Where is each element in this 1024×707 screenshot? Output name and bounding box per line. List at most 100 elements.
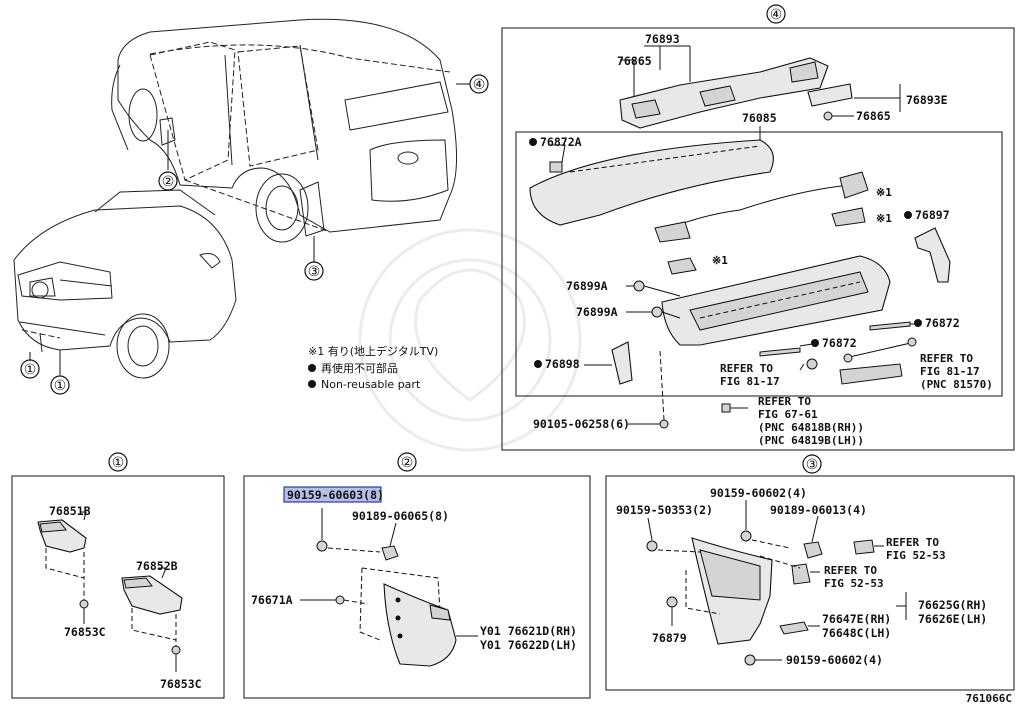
callout-text: ③ bbox=[308, 264, 321, 280]
part-90189-06013-nut[interactable] bbox=[803, 541, 823, 559]
label-76865-top[interactable]: 76865 bbox=[617, 54, 652, 68]
label-76671a[interactable]: 76671A bbox=[251, 593, 293, 607]
label-90159-50353[interactable]: 90159-50353(2) bbox=[616, 503, 713, 517]
label-76853c-a[interactable]: 76853C bbox=[64, 625, 106, 639]
nonreusable-dot-icon bbox=[529, 138, 537, 146]
label-76647e[interactable]: 76647E(RH) bbox=[822, 612, 891, 626]
ref-fig-81-17-b[interactable]: REFER TO FIG 81-17 (PNC 81570) bbox=[920, 352, 993, 391]
antenna-unit[interactable] bbox=[654, 221, 691, 243]
callout-text: ④ bbox=[473, 77, 486, 93]
part-90105-bolt[interactable] bbox=[659, 419, 669, 429]
label-90189-06013[interactable]: 90189-06013(4) bbox=[770, 503, 867, 517]
part-90159-60602-screw[interactable] bbox=[740, 530, 752, 542]
part-90189-06065-nut[interactable] bbox=[381, 545, 399, 561]
section-2-title: ② bbox=[401, 455, 414, 471]
nonreusable-dot-icon bbox=[904, 211, 912, 219]
label-76865-right[interactable]: 76865 bbox=[856, 109, 891, 123]
callout-4-overview[interactable]: ④ bbox=[469, 74, 489, 94]
label-76898[interactable]: 76898 bbox=[545, 357, 580, 371]
nonreusable-dot-icon bbox=[308, 364, 316, 372]
note-jp-nonreusable: 再使用不可部品 bbox=[321, 361, 398, 375]
label-76872-center[interactable]: 76872 bbox=[822, 336, 857, 350]
label-76899a-2[interactable]: 76899A bbox=[576, 305, 618, 319]
antenna-unit[interactable] bbox=[839, 171, 869, 199]
watermark-emblem bbox=[358, 228, 582, 452]
label-90105-06258[interactable]: 90105-06258(6) bbox=[533, 417, 630, 431]
part-76879-clip[interactable] bbox=[666, 596, 678, 608]
part-52-53-clip-b[interactable] bbox=[791, 563, 811, 585]
vehicle-overview bbox=[13, 18, 470, 379]
section-1-title: ① bbox=[112, 455, 125, 471]
label-76851b[interactable]: 76851B bbox=[49, 504, 91, 518]
part-76899a-clip[interactable] bbox=[633, 280, 645, 292]
part-76865-clip[interactable] bbox=[823, 111, 833, 121]
part-76893e-bracket[interactable] bbox=[807, 83, 853, 107]
part-90159-50353-screw[interactable] bbox=[646, 540, 658, 552]
ref-fig-52-53-a[interactable]: REFER TO FIG 52-53 bbox=[886, 536, 946, 562]
part-52-53-clip-a[interactable] bbox=[853, 539, 875, 555]
part-76085-spoiler[interactable] bbox=[529, 139, 774, 226]
label-76872-right[interactable]: 76872 bbox=[925, 316, 960, 330]
callout-1a-overview[interactable]: ① bbox=[20, 359, 40, 379]
label-76626e[interactable]: 76626E(LH) bbox=[918, 612, 987, 626]
part-76872-strip[interactable] bbox=[759, 347, 801, 357]
part-76853c-clip[interactable] bbox=[171, 645, 181, 655]
label-76893e[interactable]: 76893E bbox=[906, 93, 948, 107]
section-4-panel: ④ bbox=[501, 4, 1015, 451]
part-76671a-clip[interactable] bbox=[335, 595, 345, 605]
part-64818b-clip[interactable] bbox=[721, 403, 731, 413]
antenna-unit[interactable] bbox=[667, 257, 697, 275]
ref-fig-67-61[interactable]: REFER TO FIG 67-61 (PNC 64818B(RH)) (PNC… bbox=[758, 395, 864, 447]
label-ref1-c: ※1 bbox=[712, 254, 728, 267]
antenna-unit[interactable] bbox=[831, 207, 866, 227]
front-suv-illustration bbox=[13, 189, 237, 379]
part-76853c-clip[interactable] bbox=[79, 599, 89, 609]
part-90159-60602-screw-b[interactable] bbox=[744, 654, 756, 666]
label-90159-60602-a[interactable]: 90159-60602(4) bbox=[710, 486, 807, 500]
section-4-title: ④ bbox=[770, 7, 783, 23]
part-76872-strip[interactable] bbox=[869, 321, 911, 331]
callout-1b-overview[interactable]: ① bbox=[50, 375, 70, 395]
label-76899a-1[interactable]: 76899A bbox=[566, 279, 608, 293]
label-76622d[interactable]: Y01 76622D(LH) bbox=[480, 638, 577, 652]
label-90159-60602-b[interactable]: 90159-60602(4) bbox=[786, 653, 883, 667]
label-76853c-b[interactable]: 76853C bbox=[160, 677, 202, 691]
label-76625g[interactable]: 76625G(RH) bbox=[918, 598, 987, 612]
ref-line: FIG 52-53 bbox=[886, 549, 946, 562]
label-76879[interactable]: 76879 bbox=[652, 631, 687, 645]
part-76647e-bracket[interactable] bbox=[779, 621, 809, 635]
nonreusable-dot-icon bbox=[914, 319, 922, 327]
part-76897-bracket[interactable] bbox=[914, 227, 951, 283]
ref-line: FIG 52-53 bbox=[824, 577, 884, 590]
label-90159-60603[interactable]: 90159-60603(8) bbox=[287, 488, 384, 502]
part-76899a-clip[interactable] bbox=[651, 306, 663, 318]
callout-2-overview[interactable]: ② bbox=[158, 171, 178, 191]
section-3-title: ③ bbox=[806, 457, 819, 473]
ref-line: (PNC 64818B(RH)) bbox=[758, 421, 864, 434]
label-76621d[interactable]: Y01 76621D(RH) bbox=[480, 624, 577, 638]
label-76085[interactable]: 76085 bbox=[742, 111, 777, 125]
ref-line: REFER TO bbox=[886, 536, 939, 549]
label-ref1-b: ※1 bbox=[876, 212, 892, 225]
ref-fig-81-17-a[interactable]: REFER TO FIG 81-17 bbox=[720, 362, 780, 388]
part-76621d-mudguard[interactable] bbox=[383, 583, 457, 667]
diagram-id: 761066C bbox=[966, 692, 1012, 705]
part-81570-bar[interactable] bbox=[839, 363, 903, 385]
ref-fig-52-53-b[interactable]: REFER TO FIG 52-53 bbox=[824, 564, 884, 590]
ref-line: REFER TO bbox=[824, 564, 877, 577]
label-90189-06065[interactable]: 90189-06065(8) bbox=[352, 509, 449, 523]
label-76897[interactable]: 76897 bbox=[915, 208, 950, 222]
callout-3-overview[interactable]: ③ bbox=[304, 261, 324, 281]
label-76648c[interactable]: 76648C(LH) bbox=[822, 626, 891, 640]
label-76872a[interactable]: 76872A bbox=[540, 135, 582, 149]
part-76898-bracket[interactable] bbox=[611, 341, 633, 385]
rear-suv-illustration bbox=[111, 18, 457, 243]
ref-line: FIG 67-61 bbox=[758, 408, 818, 421]
highlight-90159-60603 bbox=[283, 486, 382, 503]
label-76852b[interactable]: 76852B bbox=[136, 559, 178, 573]
label-76893[interactable]: 76893 bbox=[645, 32, 680, 46]
label-ref1-a: ※1 bbox=[876, 186, 892, 199]
callout-text: ① bbox=[24, 362, 37, 378]
part-90159-60603-screw[interactable] bbox=[316, 540, 328, 552]
